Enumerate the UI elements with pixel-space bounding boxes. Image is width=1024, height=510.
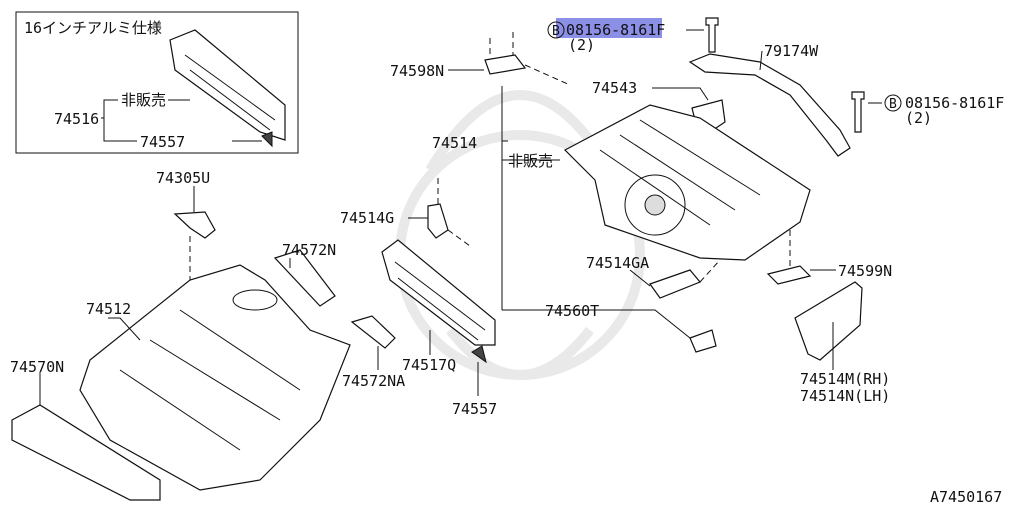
label-79174W: 79174W xyxy=(764,42,819,60)
label-74557: 74557 xyxy=(452,400,497,418)
label-74599N: 74599N xyxy=(838,262,892,280)
label-74514-note: 非販売 xyxy=(508,152,553,170)
part-74572NA[interactable]: 74572NA xyxy=(342,315,405,390)
bolt-right-qty: (2) xyxy=(905,109,932,127)
part-74517Q[interactable]: 74517Q xyxy=(381,239,496,374)
bolt-top-callout[interactable]: B 08156-8161F (2) xyxy=(547,17,719,54)
label-74572N: 74572N xyxy=(282,241,336,259)
bolt-right-prefix: B xyxy=(889,97,897,112)
label-74514M: 74514M(RH) xyxy=(800,370,890,388)
part-74512[interactable]: 74512 xyxy=(79,264,351,491)
part-74514[interactable]: 74514 非販売 xyxy=(432,86,811,310)
label-74512: 74512 xyxy=(86,300,131,318)
label-74305U: 74305U xyxy=(156,169,210,187)
part-74572N[interactable]: 74572N xyxy=(273,241,336,307)
part-74570N[interactable]: 74570N xyxy=(10,358,161,501)
bolt-right-callout[interactable]: B 08156-8161F (2) xyxy=(851,91,1004,133)
part-74557[interactable]: 74557 xyxy=(452,345,497,418)
label-74543: 74543 xyxy=(592,79,637,97)
part-74560T[interactable]: 74560T xyxy=(502,302,717,353)
part-74514M-74514N[interactable]: 74514M(RH) 74514N(LH) xyxy=(794,281,890,405)
inset-panel-74516[interactable] xyxy=(169,29,286,141)
label-74570N: 74570N xyxy=(10,358,64,376)
label-74514G: 74514G xyxy=(340,209,394,227)
part-79174W[interactable]: 79174W xyxy=(688,42,851,157)
inset-box: 16インチアルミ仕様 74516 非販売 74557 xyxy=(15,11,299,154)
inset-clip-74557[interactable] xyxy=(261,131,273,148)
bolt-top-prefix: B xyxy=(552,24,560,39)
part-74514GA[interactable]: 74514GA xyxy=(586,254,721,299)
inset-note: 非販売 xyxy=(121,91,166,109)
inset-title: 16インチアルミ仕様 xyxy=(24,19,162,37)
label-74572NA: 74572NA xyxy=(342,372,405,390)
label-74514: 74514 xyxy=(432,134,477,152)
inset-part-main[interactable]: 74516 xyxy=(54,110,99,128)
part-74514G[interactable]: 74514G xyxy=(340,178,471,247)
label-74598N: 74598N xyxy=(390,62,444,80)
label-74514N: 74514N(LH) xyxy=(800,387,890,405)
label-74517Q: 74517Q xyxy=(402,356,456,374)
label-74560T: 74560T xyxy=(545,302,599,320)
bolt-top-icon xyxy=(705,17,719,53)
part-74599N[interactable]: 74599N xyxy=(766,230,892,285)
bolt-right-icon xyxy=(851,91,865,133)
bolt-right-code: 08156-8161F xyxy=(905,94,1004,112)
inset-part-sub[interactable]: 74557 xyxy=(140,133,185,151)
bolt-top-code: 08156-8161F xyxy=(566,21,665,39)
bolt-top-qty: (2) xyxy=(568,36,595,54)
label-74514GA: 74514GA xyxy=(586,254,649,272)
part-74598N[interactable]: 74598N xyxy=(390,32,571,86)
diagram-id: A7450167 xyxy=(930,488,1002,506)
